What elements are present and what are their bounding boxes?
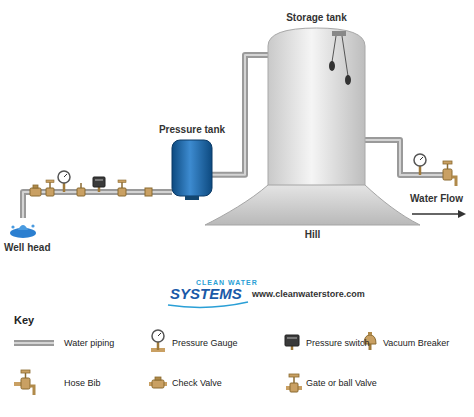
- flow-label: Water Flow: [410, 193, 463, 205]
- well-head-outline: [10, 218, 36, 238]
- float-switch: [345, 75, 351, 85]
- switch-detail: [95, 179, 103, 181]
- pressure-gauge: [414, 154, 426, 175]
- legend-cv-cap: [155, 377, 161, 380]
- node-label: Storage tank: [286, 12, 347, 24]
- logo-swoosh: [168, 302, 248, 307]
- pressure-switch: [93, 177, 105, 192]
- check-valve-body: [30, 188, 41, 196]
- pressure-tank: Pressure tank: [172, 140, 212, 200]
- legend-text: Vacuum Breaker: [383, 338, 449, 349]
- legend-gauge-face: [152, 330, 164, 342]
- legend-gv-body: [290, 383, 298, 392]
- legend-vb-top: [368, 332, 372, 335]
- legend-hose-bib-icon: [14, 370, 34, 395]
- pipe-union: [145, 188, 152, 196]
- outlet-pipe: [365, 140, 447, 175]
- water-pipe: [212, 55, 268, 175]
- legend-text: Gate or ball Valve: [306, 378, 377, 389]
- legend-gv-handle: [289, 374, 299, 377]
- storage-tank-outline: [268, 28, 365, 186]
- valve-handle: [118, 180, 126, 183]
- hose-bib-body: [443, 169, 452, 180]
- legend-check-valve-icon: [149, 377, 167, 388]
- flow-arrow-shaft: [412, 213, 459, 215]
- hill: Hill: [205, 185, 420, 225]
- legend-text: Check Valve: [172, 378, 222, 389]
- union-body: [145, 188, 152, 196]
- check-valve: [30, 185, 41, 196]
- node-label: Well head: [4, 242, 51, 254]
- valve-handle: [46, 180, 54, 183]
- legend-switch-detail: [287, 337, 297, 339]
- pressure-tank-outline: [172, 140, 212, 200]
- legend-text: Pressure switch: [306, 338, 370, 349]
- gauge-face: [414, 154, 426, 166]
- legend-switch-icon: [285, 335, 299, 350]
- water-drop: [31, 224, 34, 227]
- legend-gauge-icon: [151, 330, 165, 350]
- legend-bib-body: [21, 378, 30, 389]
- hill-outline: [205, 185, 420, 225]
- legend-cv-body: [152, 380, 164, 388]
- legend-pipe: [14, 340, 54, 346]
- node-label: Pressure tank: [159, 124, 225, 136]
- legend-pipe: [14, 342, 54, 344]
- legend-text: Pressure Gauge: [172, 338, 238, 349]
- float-cord: [332, 36, 336, 62]
- valve-stem: [49, 182, 51, 188]
- valve-body: [46, 188, 54, 196]
- legend-gauge-stem: [157, 342, 160, 350]
- pressure-gauge: [58, 171, 70, 192]
- hose-bib-spout: [452, 177, 456, 186]
- pressure-tank-base: [185, 196, 199, 200]
- legend-heading: Key: [14, 314, 34, 327]
- pressure-tank-body: [172, 140, 212, 196]
- check-valve-cap: [33, 185, 38, 188]
- valve-body: [118, 188, 126, 196]
- node-label: Hill: [305, 229, 321, 241]
- gauge-needle: [64, 174, 67, 177]
- outlet-pipe: [365, 140, 447, 175]
- gauge-stem: [419, 166, 422, 175]
- legend-gate-valve-icon: [286, 374, 302, 392]
- float-switch-mount: [332, 31, 346, 36]
- hill-shape: [205, 185, 420, 225]
- flow-arrow-head: [458, 210, 466, 218]
- storage-tank: Storage tank: [268, 28, 365, 186]
- logo-text: SYSTEMS: [170, 285, 242, 302]
- gate-valve: [77, 183, 85, 196]
- legend-bib-spout: [30, 386, 34, 395]
- legend-pipe-icon: [14, 343, 54, 344]
- float-cord: [342, 36, 348, 76]
- switch-box: [93, 177, 105, 187]
- valve-body: [77, 188, 85, 196]
- legend-text: Hose Bib: [64, 378, 101, 389]
- hose-bib-handle: [443, 161, 452, 164]
- legend-bib-handle: [21, 370, 30, 373]
- water-drop: [11, 225, 14, 228]
- legend-switch-box: [285, 335, 299, 346]
- well-head: Well head: [10, 218, 36, 238]
- gauge-stem: [63, 183, 66, 192]
- float-switch: [329, 61, 335, 71]
- pipe-highlight: [212, 55, 268, 175]
- gauge-face: [58, 171, 70, 183]
- outlet-pipe: [365, 140, 447, 175]
- gate-valve: [46, 180, 54, 196]
- tank-body: [268, 28, 365, 186]
- valve-stem: [80, 183, 82, 188]
- legend-gauge-needle: [158, 333, 161, 336]
- hose-bib: [443, 161, 456, 186]
- legend-text: Water piping: [64, 338, 114, 349]
- gate-valve: [118, 180, 126, 196]
- valve-stem: [121, 182, 123, 188]
- flow-arrow: [412, 210, 466, 218]
- gauge-needle: [420, 157, 423, 160]
- website-url: www.cleanwaterstore.com: [252, 289, 365, 300]
- water-splash: [18, 225, 28, 230]
